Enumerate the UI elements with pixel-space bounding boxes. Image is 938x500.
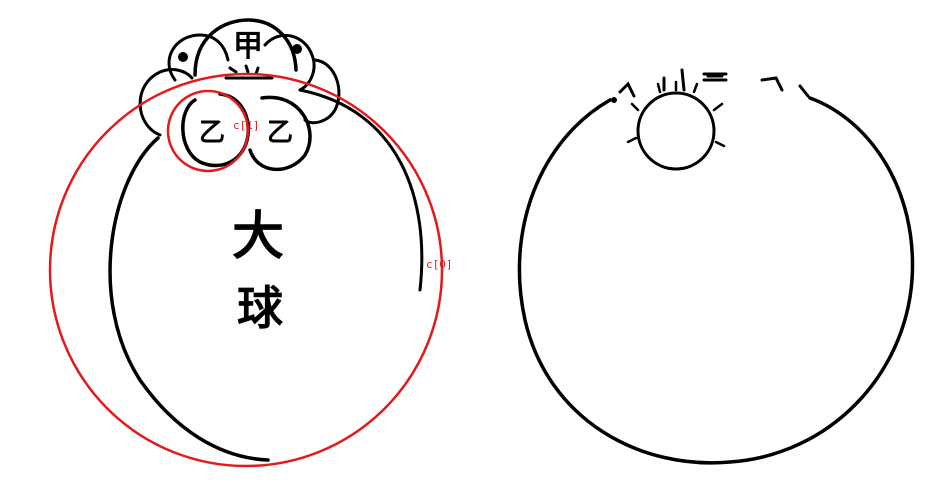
big-ball-outline-right xyxy=(298,88,424,292)
right-big-circle xyxy=(517,96,915,465)
cluster-ball-side-right xyxy=(303,58,341,125)
cluster-ball-side-left xyxy=(138,68,194,137)
top-ball-marks xyxy=(224,64,274,80)
big-ball-label-line2: 球 xyxy=(237,281,284,335)
left-figure: 甲 乙 乙 大 球 xyxy=(108,18,424,462)
small-ball-left-label: 乙 xyxy=(199,118,225,148)
cluster-ball-back-left-mark xyxy=(178,52,188,62)
annotation-layer: c[0] c[1] xyxy=(48,72,453,468)
right-small-circle-ticks xyxy=(626,80,726,148)
annotation-label-c1: c[1] xyxy=(233,119,260,132)
annotation-circle-c1 xyxy=(166,89,250,173)
cluster-ball-back-left xyxy=(167,33,230,82)
annotation-label-c0: c[0] xyxy=(426,258,453,271)
right-top-dot xyxy=(611,97,617,103)
right-top-fragments xyxy=(618,68,810,98)
right-small-circle xyxy=(636,91,716,171)
annotation-circle-c0 xyxy=(48,72,444,468)
big-ball-label-line1: 大 xyxy=(232,207,284,267)
top-ball-outline xyxy=(193,18,298,77)
right-figure xyxy=(517,68,915,465)
small-ball-right-outline xyxy=(248,95,312,172)
top-ball-label: 甲 xyxy=(233,29,263,64)
small-ball-right-label: 乙 xyxy=(267,118,293,148)
cluster-ball-back-right xyxy=(263,34,316,92)
big-ball-outline xyxy=(108,136,270,462)
